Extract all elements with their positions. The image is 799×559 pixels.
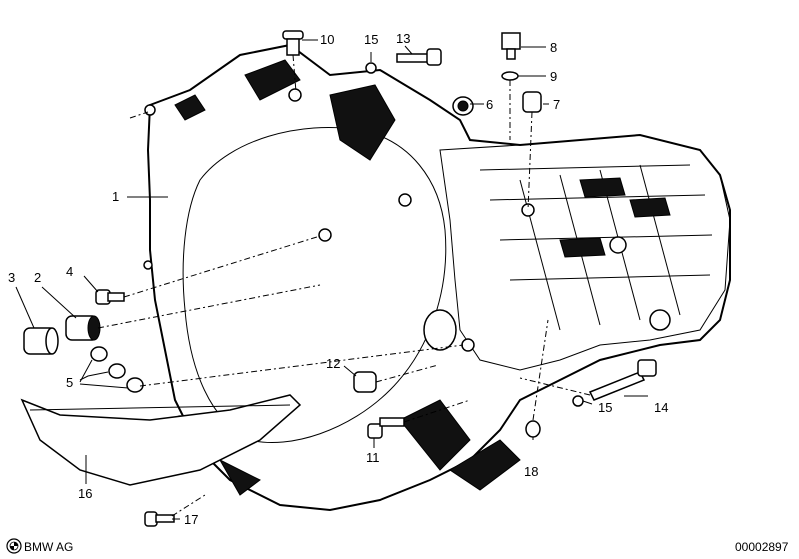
callout-14: 14 bbox=[654, 400, 668, 415]
callout-15b: 15 bbox=[598, 400, 612, 415]
callout-10: 10 bbox=[320, 32, 334, 47]
part-15a-washer bbox=[365, 62, 377, 74]
callout-11: 11 bbox=[366, 450, 380, 465]
callout-2: 2 bbox=[34, 270, 41, 285]
copyright-bmw-logo-icon bbox=[6, 538, 22, 554]
callout-18: 18 bbox=[524, 464, 538, 479]
part-6-plug bbox=[452, 96, 474, 116]
callout-17: 17 bbox=[184, 512, 198, 527]
part-18-nut bbox=[525, 420, 541, 438]
callout-9: 9 bbox=[550, 69, 557, 84]
part-2-bushing bbox=[65, 315, 101, 341]
callout-16: 16 bbox=[78, 486, 92, 501]
part-8-sensor bbox=[501, 32, 521, 60]
part-4-dowel bbox=[95, 289, 125, 305]
brand-label: BMW AG bbox=[24, 540, 73, 554]
callout-4: 4 bbox=[66, 264, 73, 279]
part-5-sleeves bbox=[90, 346, 144, 393]
part-9-washer bbox=[501, 71, 519, 81]
callout-15a: 15 bbox=[364, 32, 378, 47]
part-3-bushing bbox=[23, 327, 59, 355]
leader-lines bbox=[15, 39, 648, 520]
diagram-code: 00002897 bbox=[735, 540, 789, 554]
part-7-pin bbox=[522, 91, 542, 113]
callout-13: 13 bbox=[396, 31, 410, 46]
callout-8: 8 bbox=[550, 40, 557, 55]
part-14-bolt bbox=[588, 359, 657, 401]
callout-6: 6 bbox=[486, 97, 493, 112]
copyright-footer: BMW AG bbox=[6, 538, 73, 554]
part-12-sleeve bbox=[353, 371, 377, 393]
part-13-bolt bbox=[396, 48, 442, 66]
cover-plate bbox=[20, 394, 302, 486]
part-17-screw bbox=[144, 511, 175, 527]
callout-3: 3 bbox=[8, 270, 15, 285]
callout-1: 1 bbox=[112, 189, 119, 204]
callout-7: 7 bbox=[553, 97, 560, 112]
part-15b-washer bbox=[572, 395, 584, 407]
transmission-housing bbox=[143, 43, 731, 512]
callout-12: 12 bbox=[326, 356, 340, 371]
callout-labels: 1 2 3 4 5 6 7 8 9 10 11 12 13 14 15 15 1… bbox=[8, 31, 668, 527]
callout-5: 5 bbox=[66, 375, 73, 390]
